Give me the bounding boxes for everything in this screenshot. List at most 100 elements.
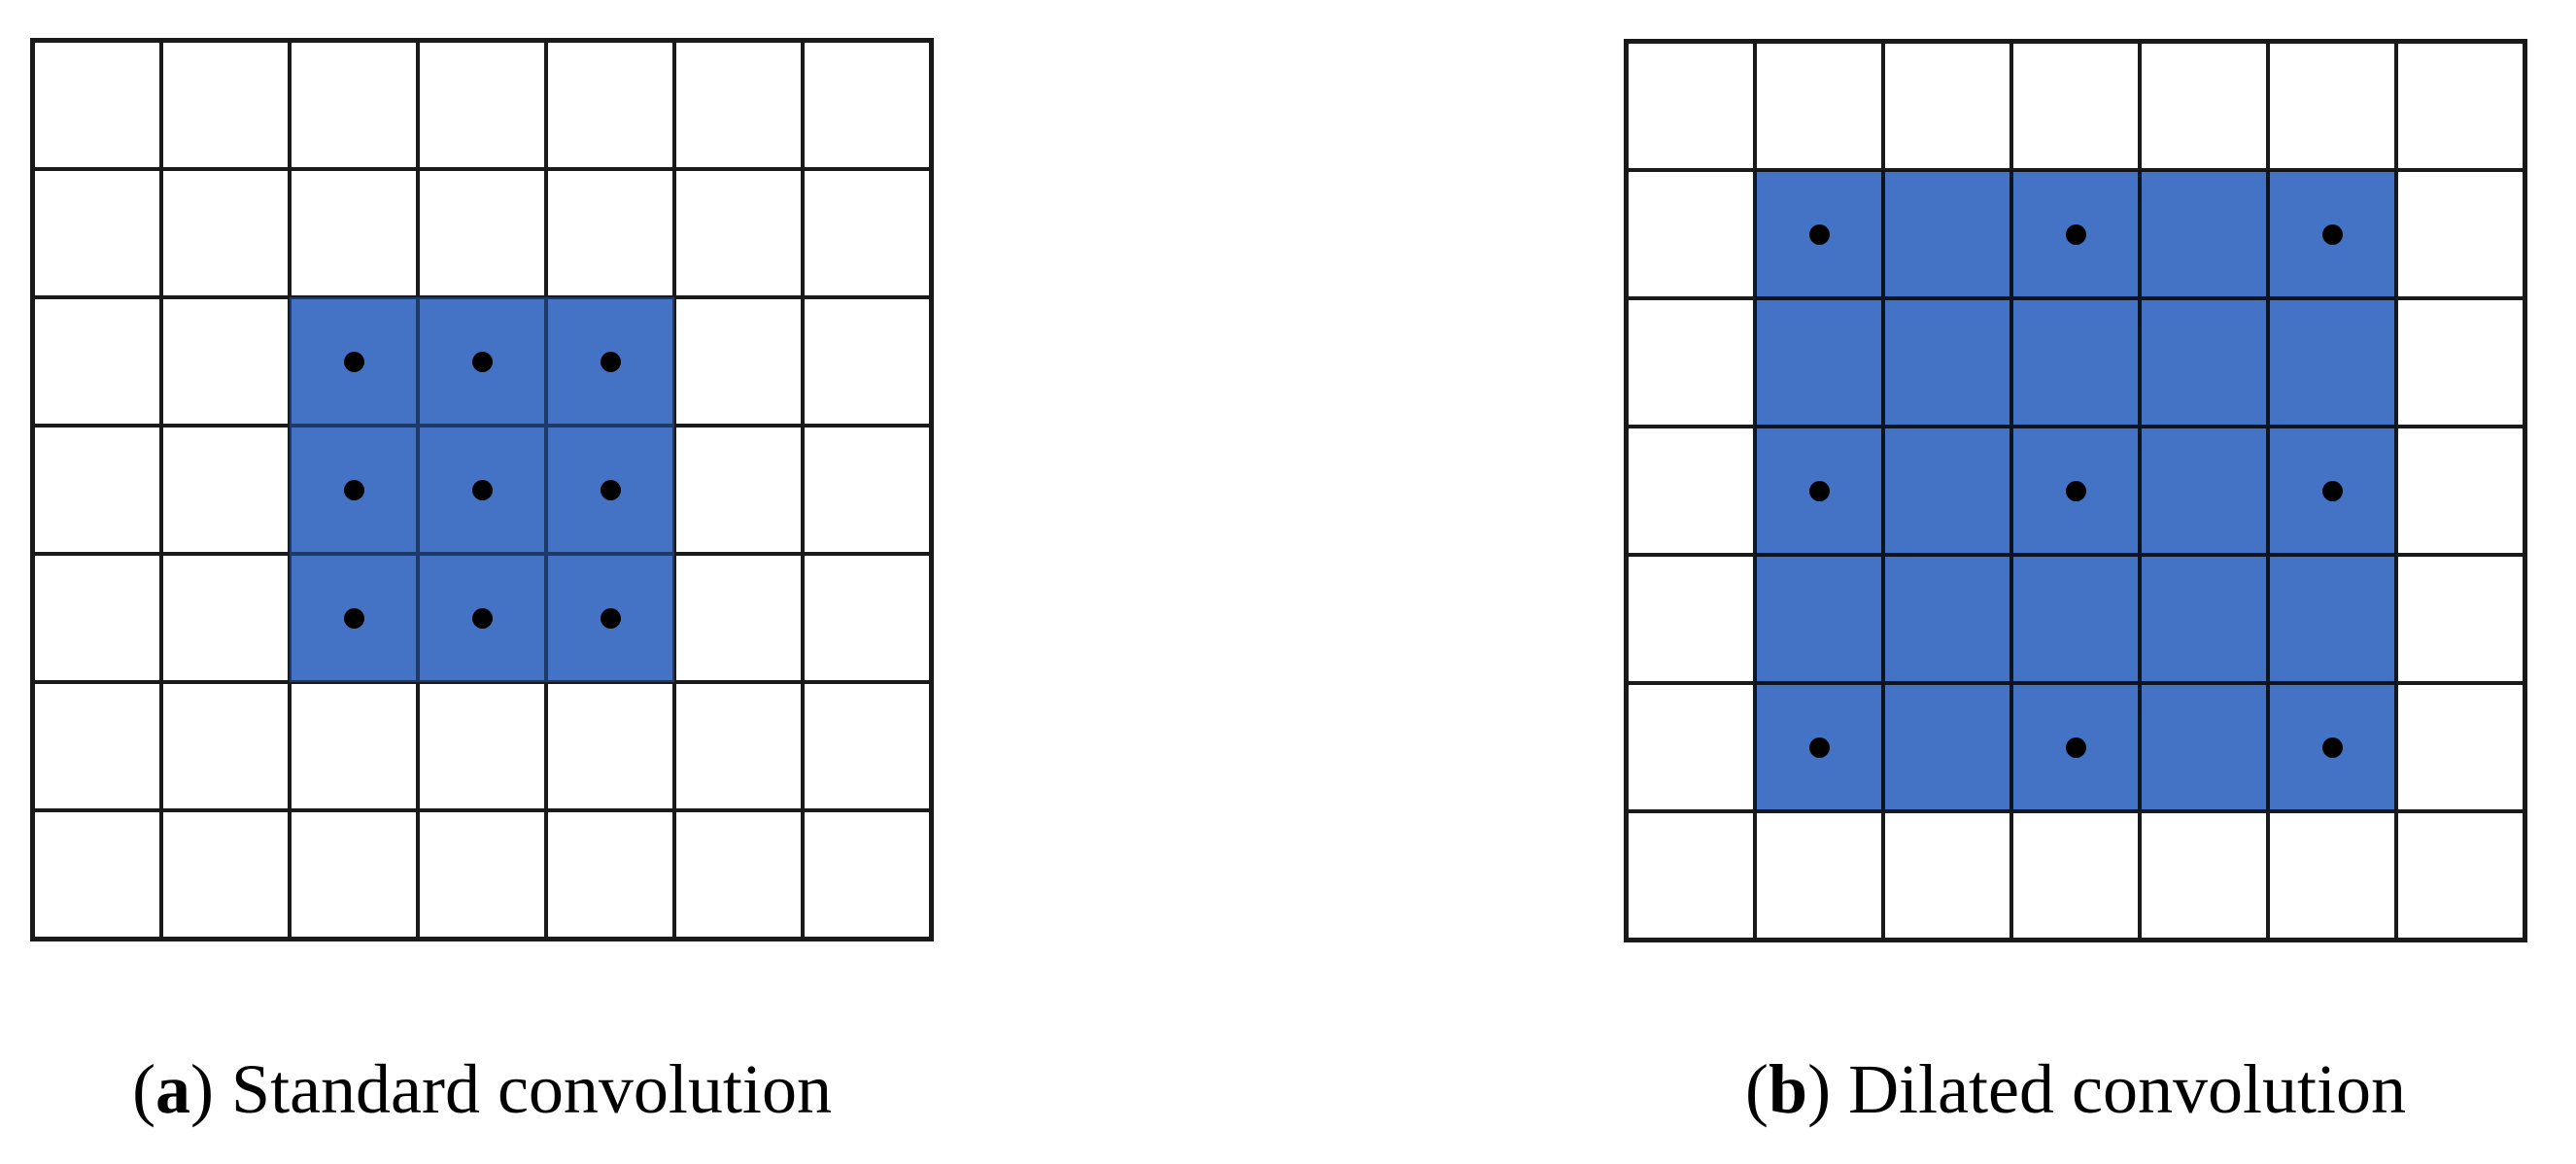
grid-cell (2396, 555, 2524, 683)
kernel-cell (2011, 170, 2140, 298)
grid-cell (546, 41, 674, 169)
grid-cell (33, 169, 161, 297)
caption-paren-close: ) (190, 1050, 215, 1128)
grid-cell (674, 554, 803, 682)
kernel-cell (1883, 683, 2011, 811)
kernel-cell (290, 426, 418, 554)
caption-standard-convolution: (a) Standard convolution (132, 1050, 832, 1128)
grid-cell (290, 682, 418, 810)
kernel-dot (1808, 223, 1830, 245)
grid-cell (674, 169, 803, 297)
kernel-dot (471, 479, 493, 500)
panel-standard-convolution: (a) Standard convolution (30, 38, 934, 1128)
kernel-cell (1755, 298, 1883, 427)
grid-cell (2396, 811, 2524, 940)
grid-cell (290, 41, 418, 169)
kernel-cell (1755, 170, 1883, 298)
kernel-dot (471, 351, 493, 372)
kernel-cell (1883, 427, 2011, 555)
grid-cell (674, 810, 803, 939)
caption-text: Standard convolution (214, 1050, 832, 1128)
grid-cell (2268, 811, 2396, 940)
grid-cell (674, 426, 803, 554)
grid-cell (290, 169, 418, 297)
kernel-cell (1883, 298, 2011, 427)
kernel-dot (600, 607, 621, 629)
grid-cell (161, 426, 290, 554)
kernel-dot (600, 351, 621, 372)
grid-cell (33, 682, 161, 810)
grid-cell (1883, 811, 2011, 940)
grid-cell (33, 554, 161, 682)
grid-cell (418, 41, 546, 169)
grid-cell (2140, 811, 2268, 940)
caption-paren-open: ( (1745, 1050, 1769, 1128)
grid-cell (1627, 298, 1755, 427)
grid-cell (1627, 427, 1755, 555)
kernel-cell (2011, 427, 2140, 555)
grid-cell (803, 41, 931, 169)
kernel-cell (2011, 555, 2140, 683)
grid-cell (290, 810, 418, 939)
kernel-cell (2140, 298, 2268, 427)
caption-paren-open: ( (132, 1050, 156, 1128)
grid-cell (161, 41, 290, 169)
kernel-cell (2011, 298, 2140, 427)
caption-text: Dilated convolution (1831, 1050, 2406, 1128)
grid-cell (1627, 555, 1755, 683)
kernel-cell (2268, 170, 2396, 298)
kernel-cell (2140, 555, 2268, 683)
grid-cell (2140, 42, 2268, 170)
grid-cell (161, 297, 290, 426)
grid-cell (1627, 683, 1755, 811)
kernel-cell (418, 554, 546, 682)
kernel-cell (290, 554, 418, 682)
kernel-dot (2321, 223, 2343, 245)
kernel-cell (2011, 683, 2140, 811)
caption-letter: b (1769, 1050, 1808, 1128)
grid-cell (2396, 42, 2524, 170)
kernel-cell (546, 297, 674, 426)
grid-cell (161, 554, 290, 682)
grid-cell (1755, 811, 1883, 940)
kernel-dot (2065, 480, 2086, 501)
grid-cell (33, 297, 161, 426)
grid-cell (803, 169, 931, 297)
kernel-cell (2140, 170, 2268, 298)
grid-cell (2011, 811, 2140, 940)
grid-cell (2396, 298, 2524, 427)
kernel-cell (546, 426, 674, 554)
grid-cell (161, 682, 290, 810)
kernel-cell (546, 554, 674, 682)
grid-cell (1627, 170, 1755, 298)
kernel-cell (1883, 170, 2011, 298)
grid-cell (674, 41, 803, 169)
grid-cell (161, 810, 290, 939)
grid-cell (674, 297, 803, 426)
kernel-cell (2268, 555, 2396, 683)
grid-cell (546, 682, 674, 810)
grid-cell (1755, 42, 1883, 170)
kernel-dot (1808, 736, 1830, 758)
grid-cell (2011, 42, 2140, 170)
kernel-dot (2065, 223, 2086, 245)
caption-paren-close: ) (1807, 1050, 1832, 1128)
grid-cell (803, 810, 931, 939)
kernel-cell (290, 297, 418, 426)
kernel-cell (418, 297, 546, 426)
grid-cell (2268, 42, 2396, 170)
kernel-cell (1755, 427, 1883, 555)
kernel-cell (2268, 683, 2396, 811)
grid-cell (546, 169, 674, 297)
grid-cell (1627, 811, 1755, 940)
grid-cell (1627, 42, 1755, 170)
caption-dilated-convolution: (b) Dilated convolution (1745, 1050, 2406, 1128)
grid-cell (2396, 170, 2524, 298)
grid-cell (803, 682, 931, 810)
kernel-dot (600, 479, 621, 500)
grid-cell (418, 682, 546, 810)
kernel-dot (471, 607, 493, 629)
kernel-cell (1755, 683, 1883, 811)
kernel-dot (2321, 480, 2343, 501)
